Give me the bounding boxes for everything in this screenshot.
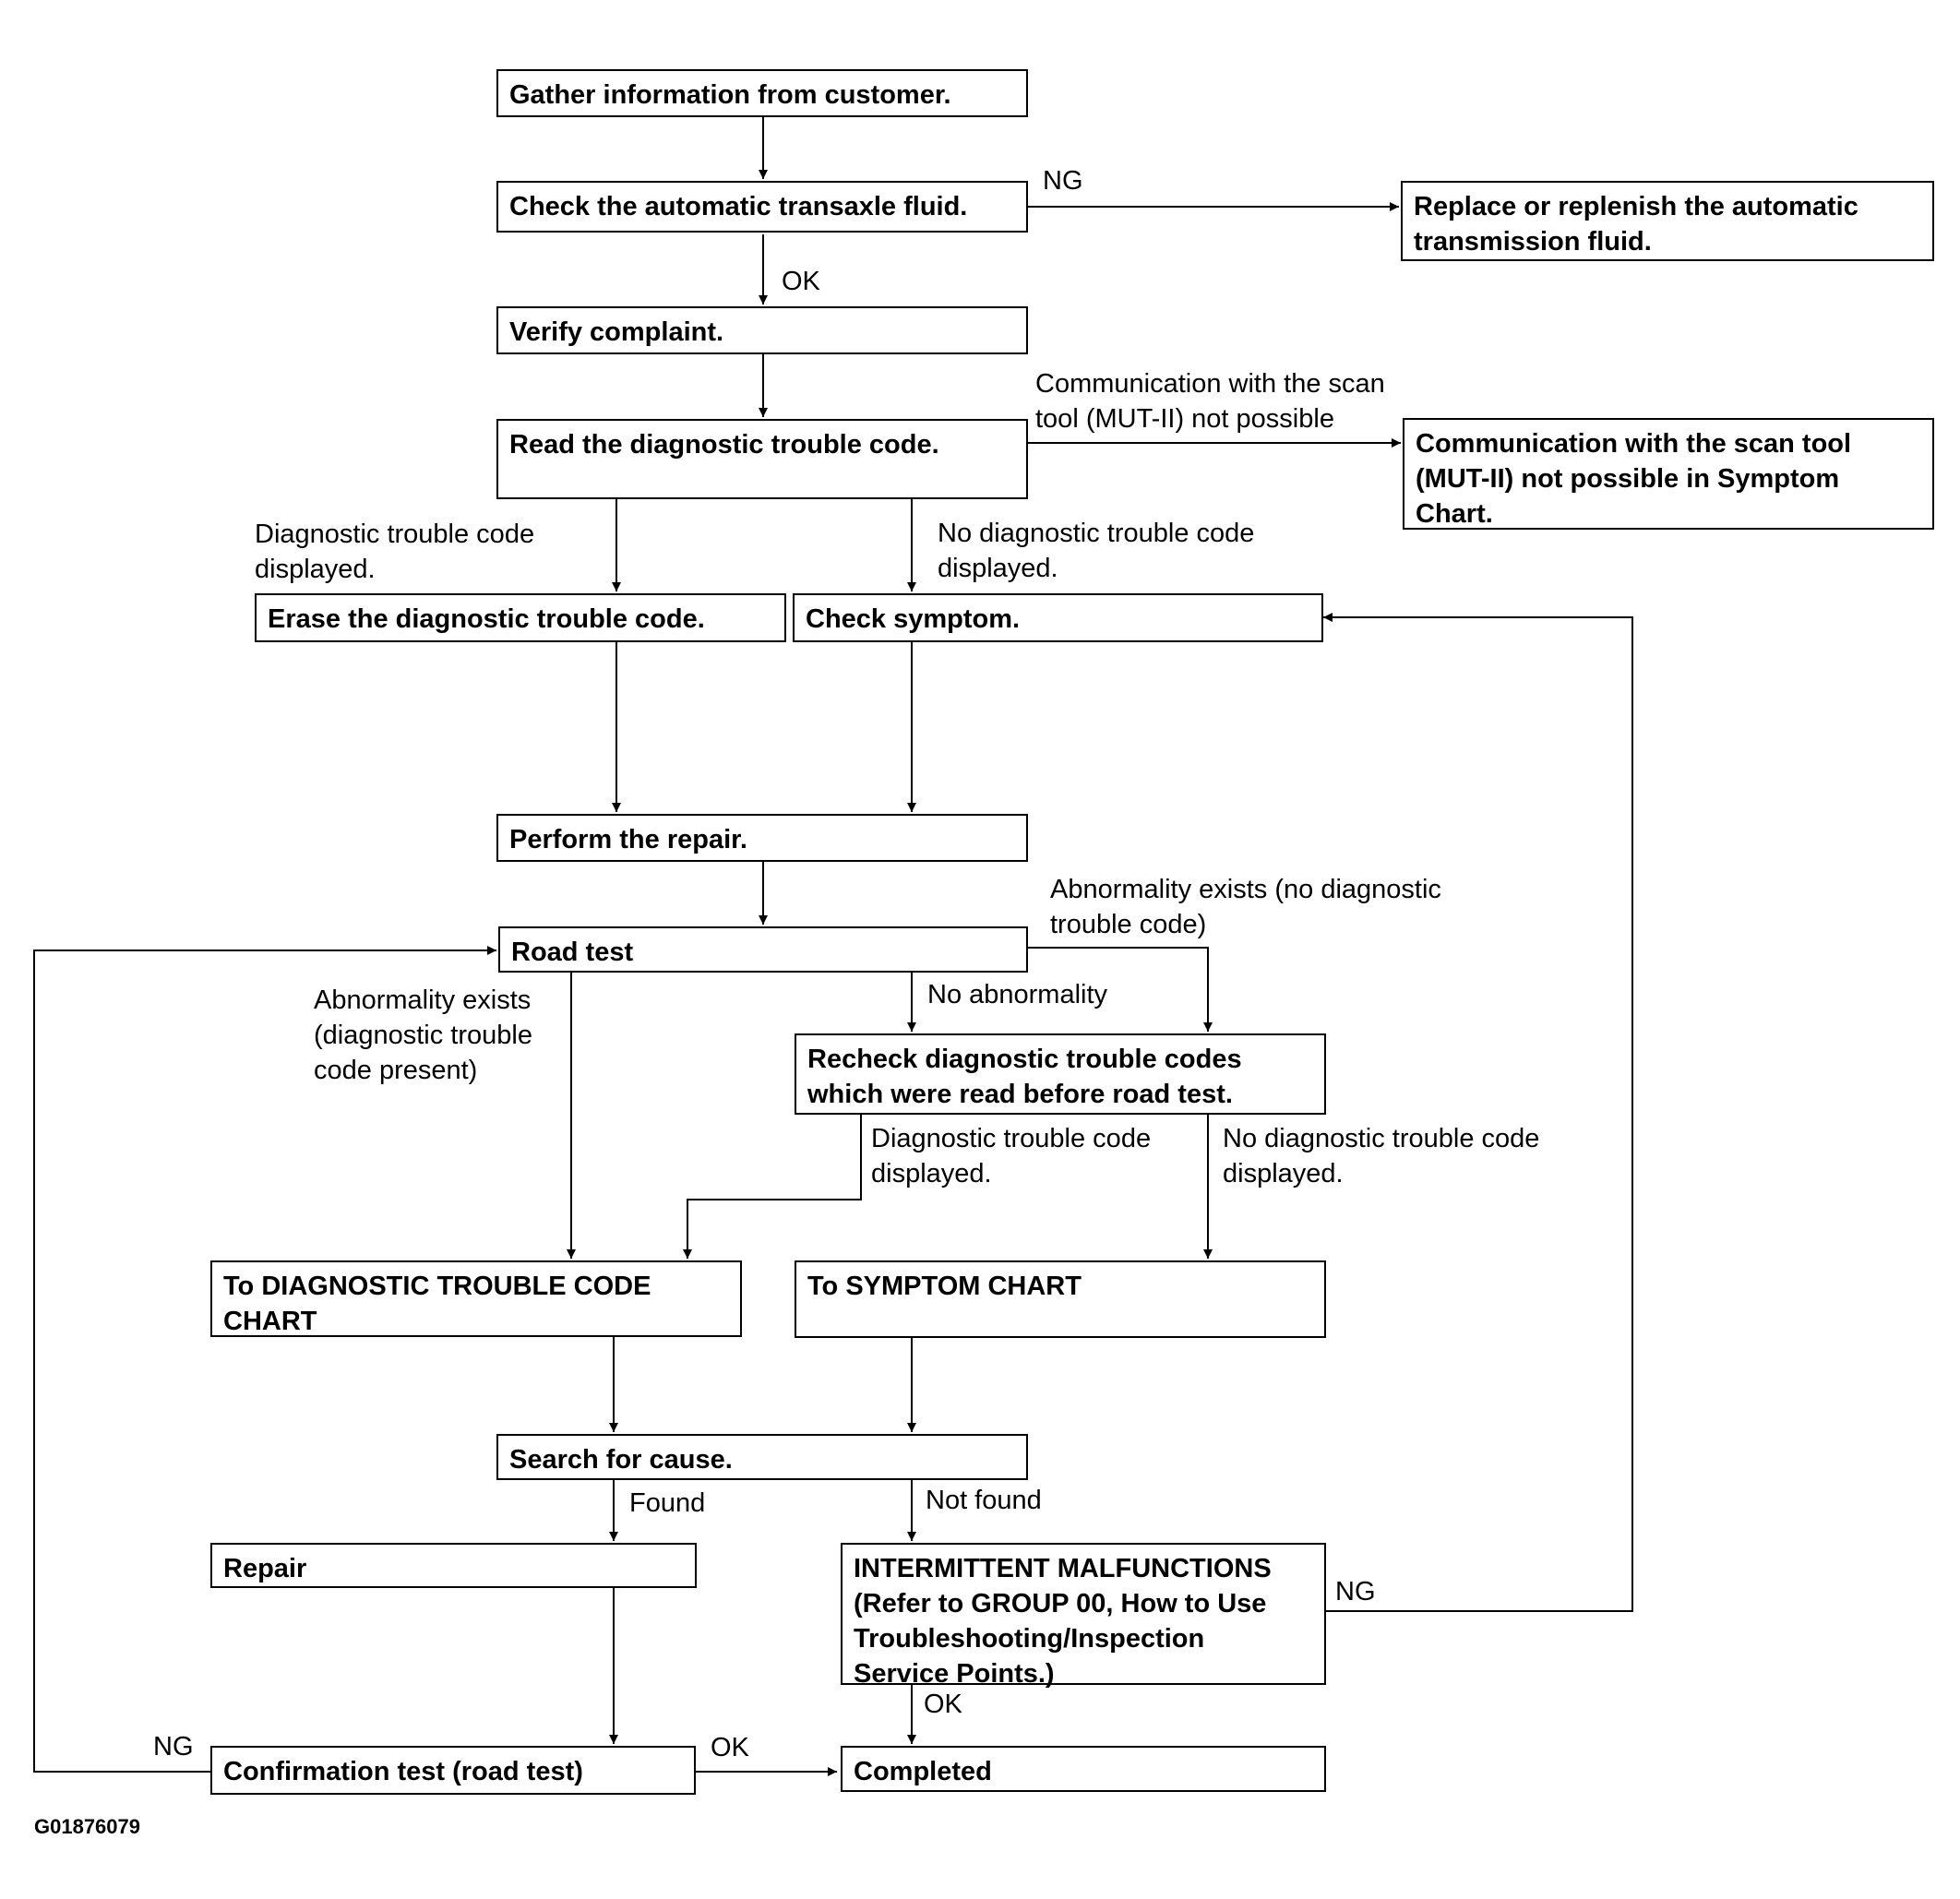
label-ok-confirmation: OK — [711, 1733, 749, 1762]
label-ok-intermittent: OK — [924, 1690, 962, 1719]
read-dtc-box: Read the diagnostic trouble code. — [496, 419, 1028, 499]
recheck-dtc-box: Recheck diagnostic trouble codes which w… — [795, 1033, 1326, 1115]
label-found: Found — [629, 1488, 706, 1518]
to-dtc-chart-box: To DIAGNOSTIC TROUBLE CODE CHART — [210, 1260, 742, 1337]
check-fluid-box: Check the automatic transaxle fluid. — [496, 181, 1028, 233]
label-recheck-no-dtc-displayed: No diagnostic trouble code displayed. — [1223, 1124, 1540, 1188]
erase-dtc-box: Erase the diagnostic trouble code. — [255, 593, 786, 642]
repair-box: Repair — [210, 1543, 697, 1588]
label-dtc-displayed: Diagnostic trouble code displayed. — [255, 520, 535, 584]
figure-code: G01876079 — [34, 1815, 140, 1838]
label-abnormality-dtc: Abnormality exists (diagnostic trouble c… — [314, 985, 532, 1085]
label-abnormality-no-dtc: Abnormality exists (no diagnostic troubl… — [1050, 875, 1441, 939]
search-cause-box: Search for cause. — [496, 1434, 1028, 1480]
arrow-confirmation-to-road-test — [33, 946, 496, 1773]
label-no-abnormality: No abnormality — [927, 980, 1108, 1009]
verify-complaint-box: Verify complaint. — [496, 306, 1028, 354]
completed-box: Completed — [841, 1746, 1326, 1792]
arrow-road-test-to-recheck-abnormality — [1028, 947, 1213, 1032]
road-test-box: Road test — [498, 926, 1028, 973]
arrow-intermittent-to-check-symptom — [1323, 613, 1633, 1612]
perform-repair-box: Perform the repair. — [496, 814, 1028, 862]
label-recheck-dtc-displayed: Diagnostic trouble code displayed. — [871, 1124, 1152, 1188]
label-ng-fluid: NG — [1043, 166, 1083, 196]
comm-not-possible-box: Communication with the scan tool (MUT-II… — [1403, 418, 1934, 530]
label-ng-intermittent: NG — [1335, 1577, 1376, 1606]
label-ok-fluid: OK — [782, 267, 820, 296]
to-symptom-chart-box: To SYMPTOM CHART — [795, 1260, 1326, 1338]
arrow-recheck-to-dtc-chart — [683, 1115, 862, 1259]
replace-fluid-box: Replace or replenish the automatic trans… — [1401, 181, 1934, 261]
label-no-dtc-displayed: No diagnostic trouble code displayed. — [938, 519, 1255, 583]
gather-information-box: Gather information from customer. — [496, 69, 1028, 117]
confirmation-test-box: Confirmation test (road test) — [210, 1746, 696, 1795]
label-comm-not-possible: Communication with the scan tool (MUT-II… — [1035, 369, 1385, 434]
check-symptom-box: Check symptom. — [793, 593, 1323, 642]
label-ng-confirmation: NG — [153, 1732, 194, 1762]
intermittent-malfunctions-box: INTERMITTENT MALFUNCTIONS (Refer to GROU… — [841, 1543, 1326, 1689]
label-not-found: Not found — [926, 1486, 1042, 1515]
